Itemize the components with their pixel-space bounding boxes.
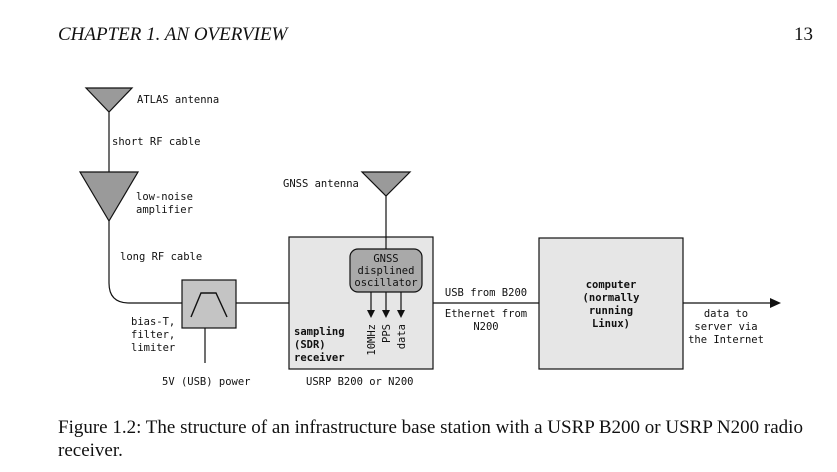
- signal-pps-label: PPS: [381, 324, 393, 343]
- amplifier-label-1: low-noise: [136, 191, 193, 203]
- figure-caption: Figure 1.2: The structure of an infrastr…: [58, 417, 803, 461]
- arrowhead-pps: [382, 310, 390, 318]
- filter-box: [181, 279, 237, 329]
- oscillator-label-2: displined: [358, 265, 415, 277]
- filter-label-3: limiter: [131, 342, 175, 354]
- output-label-3: the Internet: [688, 334, 764, 346]
- atlas-antenna-icon: [84, 87, 134, 113]
- gnss-antenna-label: GNSS antenna: [283, 178, 359, 190]
- arrowhead-10mhz: [367, 310, 375, 318]
- gnss-antenna-icon: [360, 171, 412, 197]
- output-label-1: data to: [704, 308, 748, 320]
- receiver-label-3: receiver: [294, 352, 345, 364]
- signal-data-label: data: [396, 324, 408, 349]
- arrowhead-data: [397, 310, 405, 318]
- page-number: 13: [794, 24, 813, 45]
- long-cable-label: long RF cable: [120, 251, 202, 263]
- short-cable-label: short RF cable: [112, 136, 201, 148]
- power-label: 5V (USB) power: [162, 376, 251, 388]
- output-label-2: server via: [694, 321, 757, 333]
- computer-box: [538, 237, 684, 370]
- running-header: CHAPTER 1. AN OVERVIEW 13: [58, 22, 813, 48]
- receiver-label-1: sampling: [294, 326, 345, 338]
- ethernet-label-1: Ethernet from: [445, 308, 527, 320]
- usrp-model-label: USRP B200 or N200: [306, 376, 413, 388]
- output-arrowhead: [770, 298, 781, 308]
- oscillator-label-3: oscillator: [354, 277, 417, 289]
- computer-label-1: computer: [586, 279, 637, 291]
- amplifier-icon: [78, 171, 140, 223]
- computer-label-3: running: [589, 305, 633, 317]
- long-rf-cable: [108, 221, 182, 304]
- chapter-title: CHAPTER 1. AN OVERVIEW: [58, 24, 288, 45]
- atlas-antenna-label: ATLAS antenna: [137, 94, 219, 106]
- oscillator-label-1: GNSS: [373, 253, 398, 265]
- signal-10mhz-label: 10MHz: [366, 324, 378, 356]
- ethernet-label-2: N200: [473, 321, 498, 333]
- receiver-label-2: (SDR): [294, 339, 326, 351]
- computer-label-2: (normally: [583, 292, 641, 304]
- filter-label-1: bias-T,: [131, 316, 175, 328]
- amplifier-label-2: amplifier: [136, 204, 193, 216]
- filter-label-2: filter,: [131, 329, 175, 341]
- bandpass-icon: [190, 292, 228, 318]
- computer-label-4: Linux): [592, 318, 630, 330]
- usb-label: USB from B200: [445, 287, 527, 299]
